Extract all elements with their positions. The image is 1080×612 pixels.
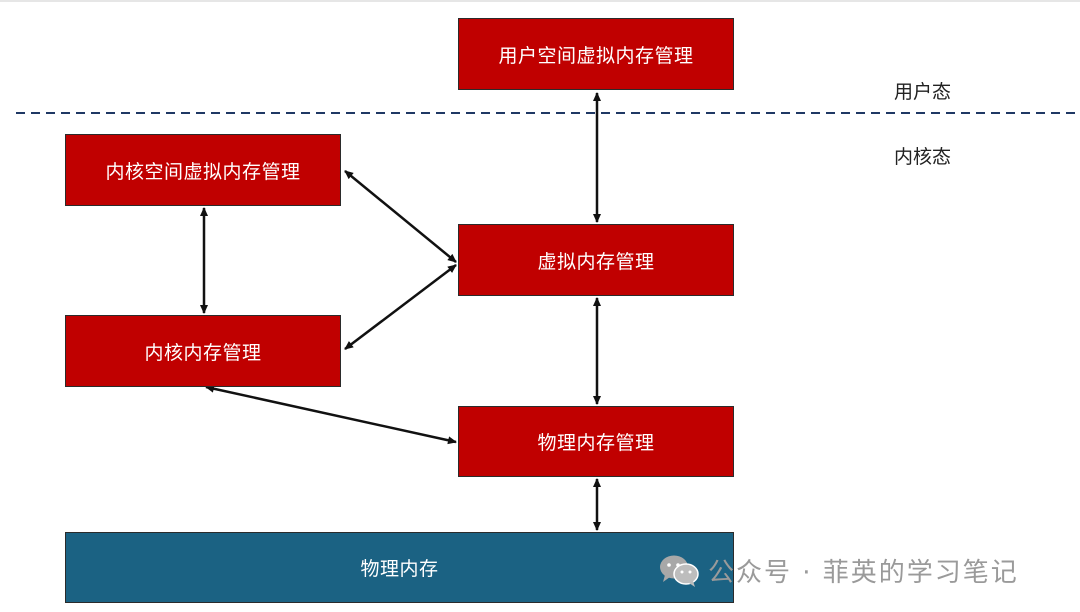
phys-mgmt-label: 物理内存管理 bbox=[537, 432, 655, 454]
user-mode-label: 用户态 bbox=[894, 81, 952, 103]
phys-mem-box: 物理内存 bbox=[65, 532, 734, 603]
kernel-mem-box: 内核内存管理 bbox=[65, 315, 341, 387]
kernel-mem-label: 内核内存管理 bbox=[144, 341, 262, 364]
vm-box: 虚拟内存管理 bbox=[458, 224, 734, 296]
arrow-kernel-mem-to-phys-mgmt bbox=[205, 384, 457, 445]
vm-label: 虚拟内存管理 bbox=[537, 250, 655, 273]
top-border bbox=[0, 0, 1080, 2]
watermark: 公众号 · 菲英的学习笔记 bbox=[658, 550, 1019, 590]
kernel-vm-box: 内核空间虚拟内存管理 bbox=[65, 134, 341, 206]
phys-mem-label: 物理内存 bbox=[360, 558, 439, 580]
user-vm-box: 用户空间虚拟内存管理 bbox=[458, 18, 734, 90]
kernel-vm-label: 内核空间虚拟内存管理 bbox=[105, 160, 301, 183]
arrow-kernel-mem-to-vm bbox=[344, 264, 457, 350]
watermark-text: 公众号 · 菲英的学习笔记 bbox=[708, 557, 1019, 588]
phys-mgmt-box: 物理内存管理 bbox=[458, 406, 734, 477]
kernel-mode-label: 内核态 bbox=[894, 146, 952, 168]
wechat-icon bbox=[660, 555, 699, 587]
arrow-kernel-vm-to-vm bbox=[344, 170, 457, 263]
user-vm-label: 用户空间虚拟内存管理 bbox=[498, 44, 694, 67]
